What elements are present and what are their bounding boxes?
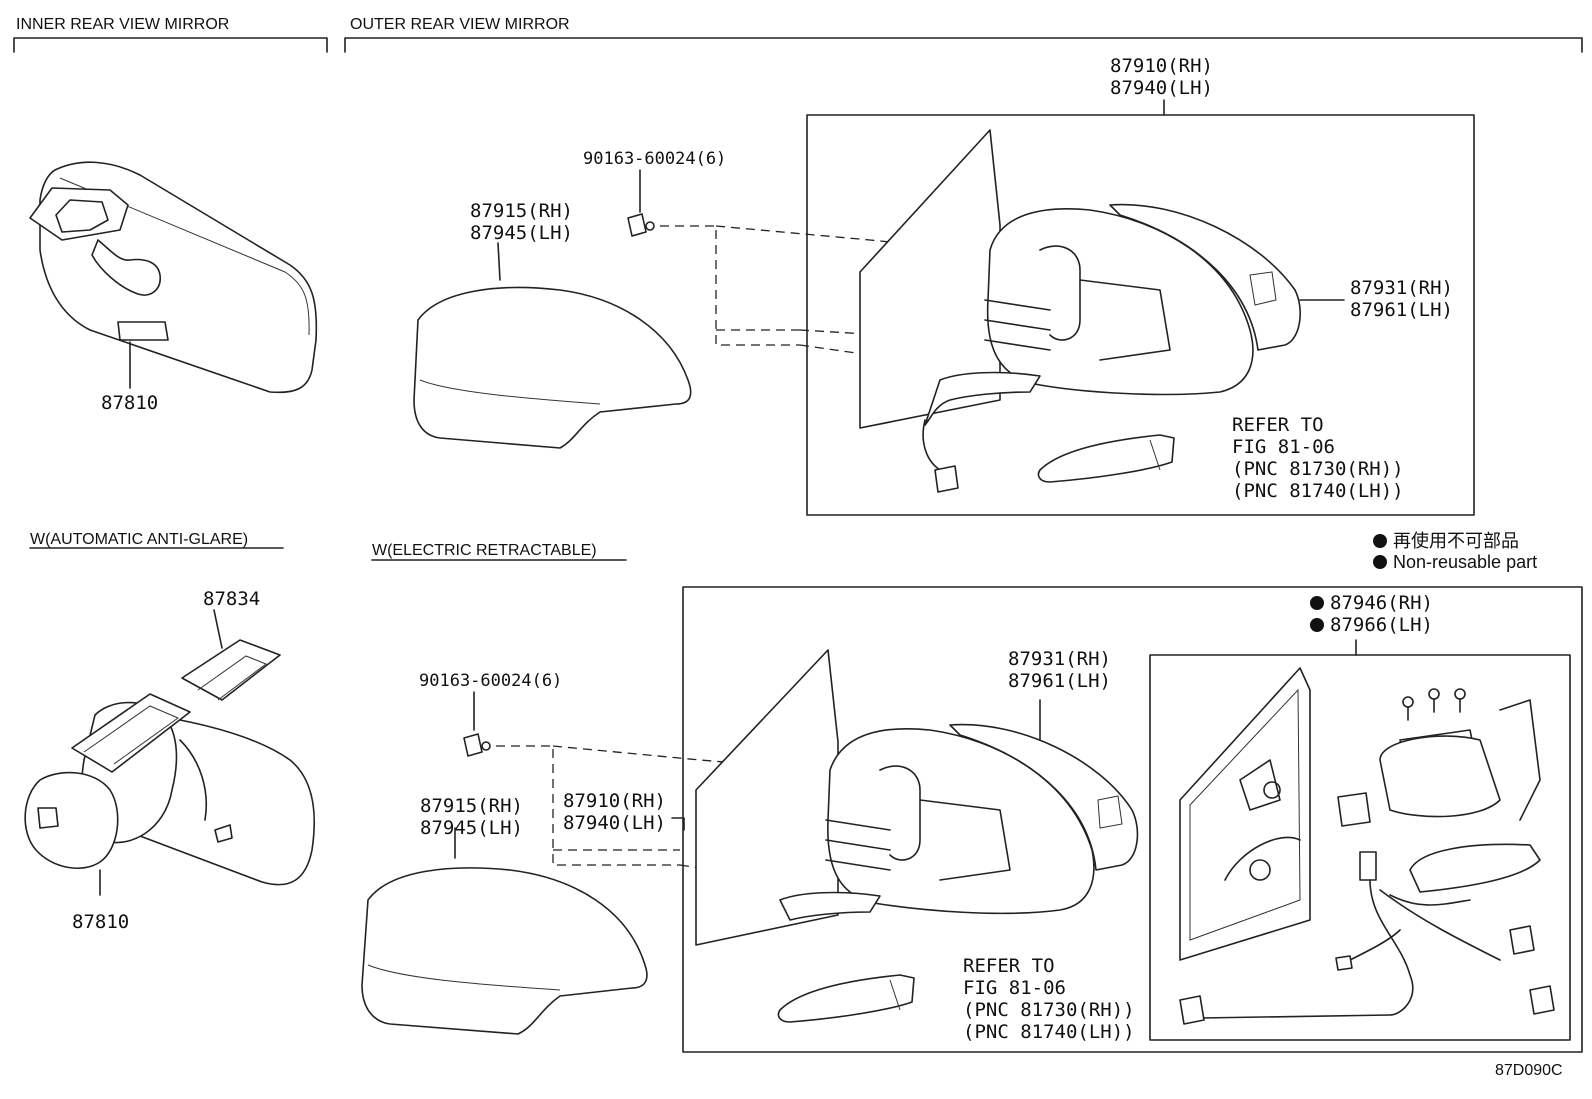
part-screw-bottom[interactable]: 90163-60024(6) (419, 671, 563, 691)
legend-en: Non-reusable part (1373, 552, 1537, 573)
refer-line-1: REFER TO (1232, 414, 1324, 436)
part-cover-top-rh[interactable]: 87915(RH) (470, 200, 573, 222)
legend-jp: 再使用不可部品 (1373, 527, 1519, 553)
section-title-outer-mirror: OUTER REAR VIEW MIRROR (350, 16, 570, 33)
mirror-assembly-bottom-box (671, 586, 1583, 1053)
part-housing-bottom-lh[interactable]: 87961(LH) (1008, 670, 1111, 692)
legend-jp-text: 再使用不可部品 (1393, 531, 1519, 552)
refer-line-4: (PNC 81740(LH)) (963, 1021, 1135, 1043)
part-87810-bottom[interactable]: 87810 (72, 911, 130, 933)
refer-line-2[interactable]: FIG 81-06 (963, 977, 1066, 999)
non-reusable-dot-icon (1310, 596, 1324, 610)
part-assembly-bottom-lh[interactable]: 87940(LH) (563, 812, 666, 834)
part-retractor-rh-label: 87946(RH) (1330, 592, 1433, 614)
part-cover-bottom-rh[interactable]: 87915(RH) (420, 795, 523, 817)
part-retractor-lh-label: 87966(LH) (1330, 614, 1433, 636)
mirror-cover-bottom-drawing (361, 827, 648, 1035)
anti-glare-mirror-drawing (24, 609, 315, 896)
refer-note-top: REFER TO FIG 81-06 (PNC 81730(RH)) (PNC … (1232, 414, 1404, 502)
retractor-sub-box (1149, 639, 1571, 1041)
part-retractor-rh[interactable]: 87946(RH) (1310, 592, 1433, 614)
screw-top-drawing (627, 169, 971, 356)
mirror-cover-top-drawing (413, 242, 692, 449)
refer-line-4: (PNC 81740(LH)) (1232, 480, 1404, 502)
diagram-code: 87D090C (1495, 1062, 1563, 1079)
section-brackets (13, 37, 1583, 561)
refer-line-3: (PNC 81730(RH)) (1232, 458, 1404, 480)
part-assembly-top-rh[interactable]: 87910(RH) (1110, 55, 1213, 77)
non-reusable-dot-icon (1310, 618, 1324, 632)
inner-mirror-drawing (29, 161, 318, 394)
legend-en-text: Non-reusable part (1393, 552, 1538, 572)
part-screw-top[interactable]: 90163-60024(6) (583, 149, 727, 169)
section-title-anti-glare: W(AUTOMATIC ANTI-GLARE) (30, 531, 249, 548)
refer-line-3: (PNC 81730(RH)) (963, 999, 1135, 1021)
refer-line-1: REFER TO (963, 955, 1055, 977)
part-assembly-bottom-rh[interactable]: 87910(RH) (563, 790, 666, 812)
part-housing-top-lh[interactable]: 87961(LH) (1350, 299, 1453, 321)
part-housing-top-rh[interactable]: 87931(RH) (1350, 277, 1453, 299)
part-retractor-lh[interactable]: 87966(LH) (1310, 614, 1433, 636)
part-cover-bottom-lh[interactable]: 87945(LH) (420, 817, 523, 839)
part-housing-bottom-rh[interactable]: 87931(RH) (1008, 648, 1111, 670)
part-cover-top-lh[interactable]: 87945(LH) (470, 222, 573, 244)
part-assembly-top-lh[interactable]: 87940(LH) (1110, 77, 1213, 99)
section-title-inner-mirror: INNER REAR VIEW MIRROR (16, 16, 230, 33)
non-reusable-dot-icon (1373, 555, 1387, 569)
mirror-assembly-top-box (806, 99, 1475, 516)
refer-note-bottom: REFER TO FIG 81-06 (PNC 81730(RH)) (PNC … (963, 955, 1135, 1043)
non-reusable-dot-icon (1373, 534, 1387, 548)
part-87834[interactable]: 87834 (203, 588, 261, 610)
section-title-electric-retractable: W(ELECTRIC RETRACTABLE) (372, 542, 597, 559)
part-87810-top[interactable]: 87810 (101, 392, 159, 414)
refer-line-2[interactable]: FIG 81-06 (1232, 436, 1335, 458)
